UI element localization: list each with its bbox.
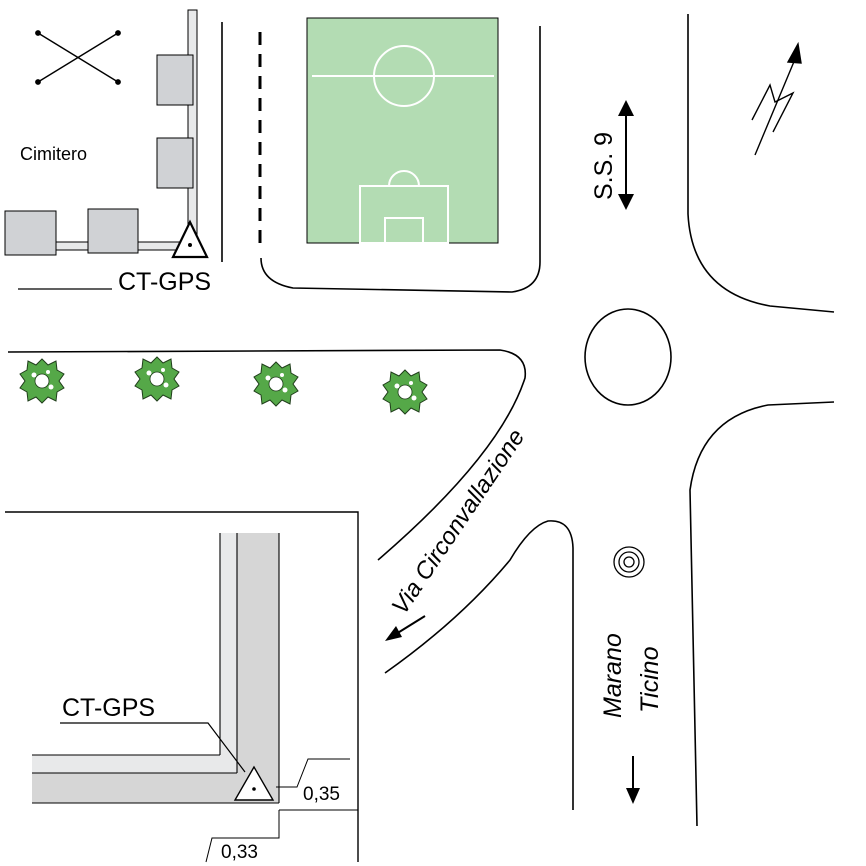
north-arrow-icon — [751, 41, 802, 156]
cemetery-area: Cimitero — [4, 9, 198, 256]
station-label-detail: CT-GPS — [62, 694, 155, 722]
roundabout — [584, 308, 672, 406]
offset-label-035: 0,35 — [303, 784, 340, 805]
tree-icon — [253, 361, 299, 407]
benchmark-triangle-icon — [171, 219, 209, 259]
town-label-line2: Ticino — [636, 646, 664, 713]
double-arrow-icon — [618, 100, 634, 210]
well-symbol-icon — [613, 546, 645, 578]
cemetery-wall-vertical — [187, 9, 198, 251]
cemetery-building — [87, 208, 139, 254]
street-label: Via Circonvallazione — [387, 424, 531, 619]
cemetery-label: Cimitero — [20, 144, 87, 164]
tree-icon — [134, 356, 180, 402]
direction-arrow-icon — [385, 615, 426, 641]
sports-field — [306, 17, 499, 244]
tree-icon — [382, 369, 428, 415]
station-label-main: CT-GPS — [118, 268, 211, 296]
benchmark-triangle-detail-icon — [233, 765, 275, 801]
cross-symbol-icon — [35, 30, 121, 85]
offset-label-033: 0,33 — [221, 842, 258, 863]
tree-row — [19, 356, 428, 415]
down-arrow-icon — [626, 756, 640, 804]
cemetery-building — [156, 137, 194, 189]
road-label-ss9: S.S. 9 — [590, 132, 618, 200]
cemetery-building — [4, 210, 57, 256]
town-label-line1: Marano — [599, 633, 627, 718]
cemetery-building — [156, 54, 194, 106]
tree-icon — [19, 358, 65, 404]
detail-inset: CT-GPS 0,35 0,33 — [5, 511, 359, 863]
road-network — [7, 14, 835, 827]
